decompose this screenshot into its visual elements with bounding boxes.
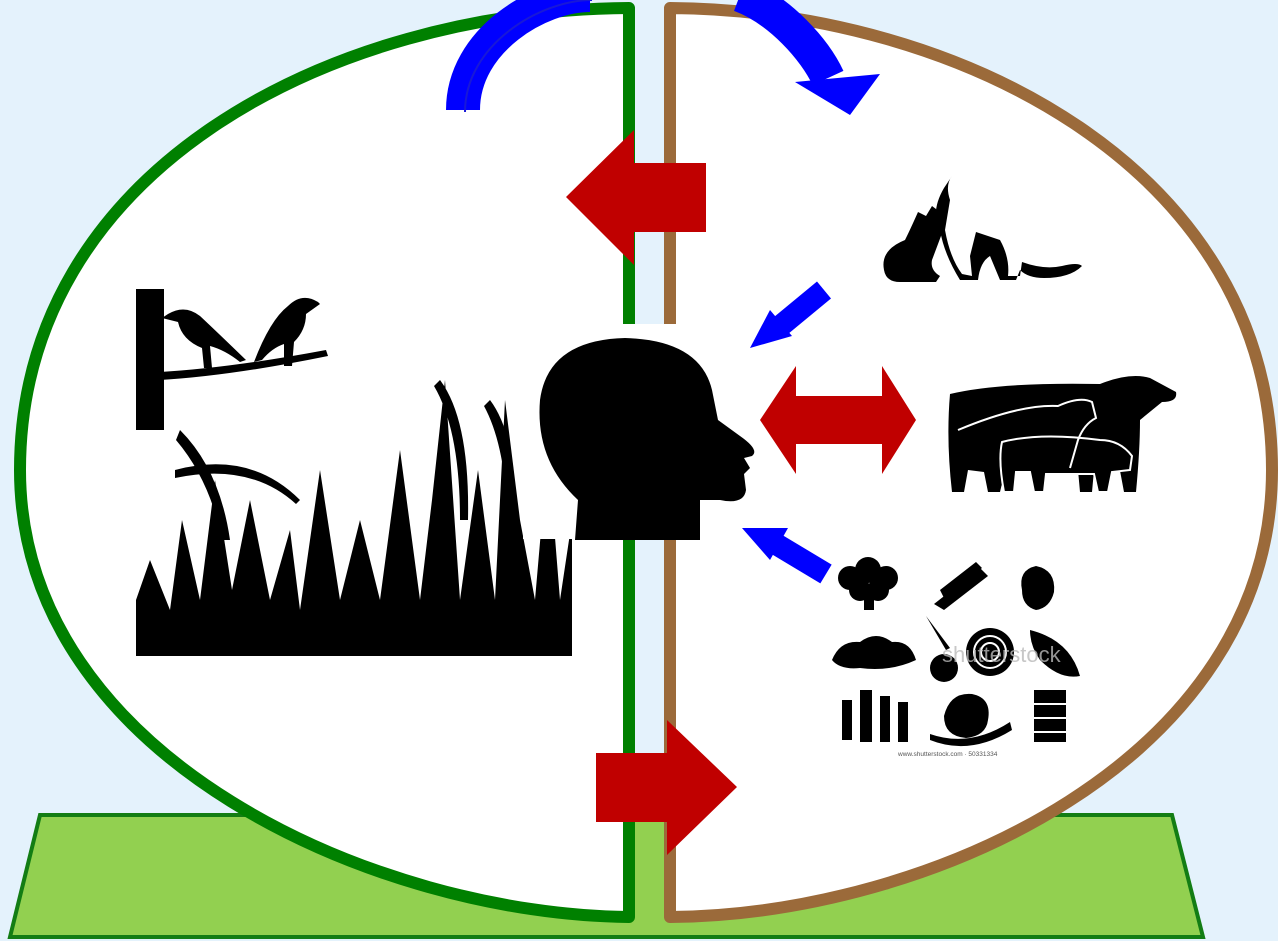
watermark-logo: shutterstock: [942, 642, 1062, 667]
watermark-caption: www.shutterstock.com · 50331334: [897, 751, 998, 758]
vegetables-icon: shutterstock www.shutterstock.com · 5033…: [832, 557, 1080, 758]
